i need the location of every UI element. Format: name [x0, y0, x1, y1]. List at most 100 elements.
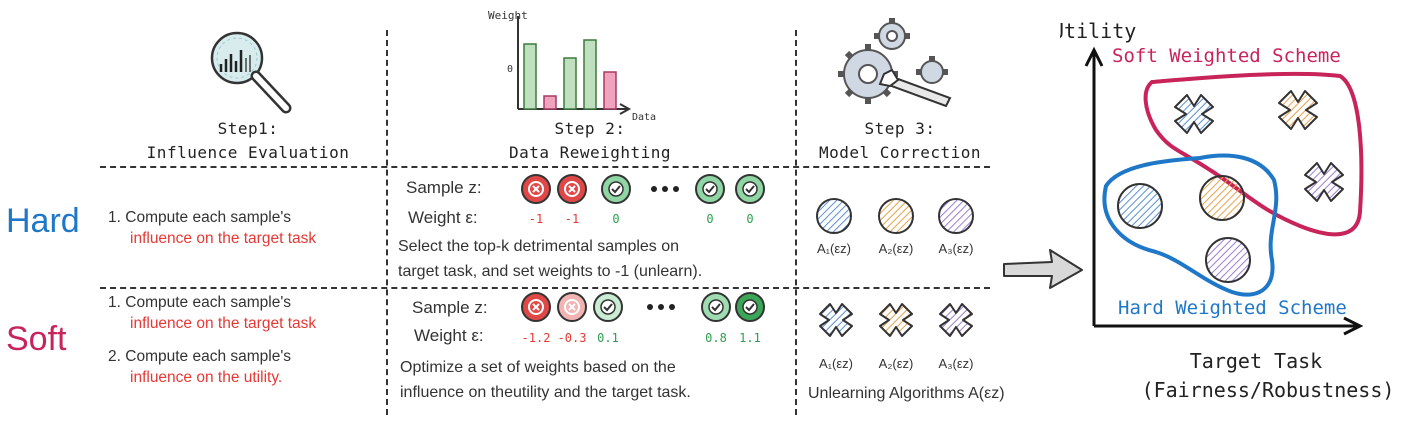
- divider-h2: [100, 287, 990, 289]
- soft-item2-red: influence on the utility.: [130, 369, 283, 386]
- magnifier-chart-icon: [210, 31, 292, 114]
- step3-title: Step 3: Model Correction: [800, 117, 1000, 165]
- soft-sample-4: [701, 292, 731, 322]
- soft-sample-3: [593, 292, 623, 322]
- hard-step1-text: 1. Compute each sample's influence on th…: [108, 207, 388, 249]
- hard-algo-circles: [816, 198, 974, 234]
- hard-sample-icons: [521, 174, 765, 204]
- soft-sample-label: Sample z:: [412, 298, 488, 317]
- mini-chart-zero: 0: [507, 64, 513, 75]
- soft-row-label: Soft: [6, 320, 67, 358]
- soft-algo-cross-3: [939, 303, 973, 337]
- soft-description: Optimize a set of weights based on the i…: [400, 355, 800, 405]
- soft-weight-3: 0.1: [597, 331, 619, 345]
- soft-item1-num: 1.: [108, 294, 121, 311]
- step3-line2: Model Correction: [818, 143, 982, 162]
- soft-weight-label: Weight ε:: [414, 326, 484, 345]
- hard-caption-2: A₂(εz): [878, 241, 914, 256]
- mini-chart-bar-5: [603, 71, 617, 110]
- step1-title: Step1: Influence Evaluation: [128, 117, 368, 165]
- soft-caption-2: A₂(εz): [878, 356, 914, 371]
- soft-scheme-region: [1143, 71, 1364, 237]
- step2-title: Step 2: Data Reweighting: [470, 117, 710, 165]
- hard-desc-line2: target task, and set weights to -1 (unle…: [398, 263, 703, 280]
- plot-y-label: Utility: [1060, 19, 1136, 43]
- soft-ellipsis: [647, 304, 675, 310]
- hard-desc-line1: Select the top-k detrimental samples on: [398, 238, 680, 255]
- hard-caption-1: A₁(εz): [816, 241, 851, 256]
- soft-algo-cross-1: [819, 303, 853, 337]
- plot-cross-orange: [1278, 90, 1318, 130]
- hard-sample-2: [557, 174, 587, 204]
- plot-x-label-1: Target Task: [1190, 349, 1322, 373]
- soft-sample-5: [735, 292, 765, 322]
- divider-v1: [386, 30, 388, 415]
- soft-item2-num: 2.: [108, 348, 121, 365]
- hard-scheme-region: [1102, 153, 1279, 297]
- soft-weight-4: 0.8: [705, 331, 727, 345]
- hard-item1-black: Compute each sample's: [125, 209, 292, 226]
- hard-item1-red: influence on the target task: [130, 230, 317, 247]
- plot-circle-purple: [1205, 237, 1251, 283]
- hard-ellipsis: [651, 186, 679, 192]
- plot-x-label-2: (Fairness/Robustness): [1142, 378, 1395, 402]
- hard-item1-num: 1.: [108, 209, 121, 226]
- mini-chart-ylabel: Weight: [488, 9, 528, 22]
- plot-cross-purple: [1304, 162, 1344, 202]
- hard-sample-5: [735, 174, 765, 204]
- gears-wrench-icon: [838, 18, 952, 108]
- plot-circle-orange: [1199, 175, 1245, 221]
- algo-label: Unlearning Algorithms A(εz): [808, 385, 1005, 402]
- hard-weight-1: -1: [528, 212, 544, 226]
- divider-v2: [795, 30, 797, 415]
- mini-chart-bar-3: [563, 57, 577, 110]
- hard-row-label: Hard: [6, 202, 80, 240]
- soft-algo-crosses: [819, 303, 973, 337]
- soft-item1-red: influence on the target task: [130, 315, 317, 332]
- plot-x-arrow: [1343, 316, 1364, 336]
- hard-sample-label: Sample z:: [406, 178, 482, 197]
- hard-sample-4: [695, 174, 725, 204]
- weight-mini-chart: Weight Data 0: [488, 9, 656, 122]
- soft-sample-icons: [521, 292, 765, 322]
- step1-line2: Influence Evaluation: [146, 143, 350, 162]
- scheme-plot: Utility Soft Weighted Scheme Hard Weight…: [1060, 19, 1395, 402]
- mini-chart-xlabel: Data: [632, 112, 656, 122]
- hard-weight-4: 0: [706, 212, 714, 226]
- step1-line1: Step1:: [217, 119, 279, 138]
- soft-weight-2: -0.3: [557, 331, 587, 345]
- soft-item2-black: Compute each sample's: [125, 348, 292, 365]
- hard-algo-circle-2: [878, 198, 914, 234]
- step3-line1: Step 3:: [864, 119, 936, 138]
- plot-cross-blue: [1174, 94, 1214, 134]
- plot-y-arrow: [1084, 46, 1104, 67]
- step2-line2: Data Reweighting: [508, 143, 672, 162]
- soft-weight-5: 1.1: [739, 331, 761, 345]
- soft-algo-cross-2: [879, 303, 913, 337]
- step2-line1: Step 2:: [554, 119, 626, 138]
- right-arrow-icon: [1003, 249, 1083, 289]
- soft-caption-1: A₁(εz): [818, 356, 853, 371]
- soft-step1-text: 1. Compute each sample's influence on th…: [108, 292, 388, 388]
- mini-chart-bar-1: [523, 43, 537, 110]
- hard-algo-circle-3: [938, 198, 974, 234]
- soft-scheme-label: Soft Weighted Scheme: [1112, 45, 1341, 67]
- hard-weight-5: 0: [746, 212, 754, 226]
- soft-sample-1: [521, 292, 551, 322]
- mini-chart-bar-2: [543, 95, 557, 110]
- soft-weight-1: -1.2: [521, 331, 551, 345]
- hard-weight-2: -1: [564, 212, 580, 226]
- hard-sample-1: [521, 174, 551, 204]
- mini-chart-bar-4: [583, 39, 597, 110]
- hard-caption-3: A₃(εz): [938, 241, 974, 256]
- soft-sample-2: [557, 292, 587, 322]
- hard-description: Select the top-k detrimental samples on …: [398, 234, 798, 284]
- soft-item1-black: Compute each sample's: [125, 294, 292, 311]
- divider-h1: [100, 166, 990, 168]
- soft-caption-3: A₃(εz): [938, 356, 974, 371]
- soft-desc-line1: Optimize a set of weights based on the: [400, 359, 676, 376]
- plot-circle-blue: [1117, 183, 1163, 229]
- soft-desc-line2: influence on theutility and the target t…: [400, 384, 691, 401]
- hard-weight-label: Weight ε:: [408, 208, 478, 227]
- hard-weight-3: 0: [612, 212, 620, 226]
